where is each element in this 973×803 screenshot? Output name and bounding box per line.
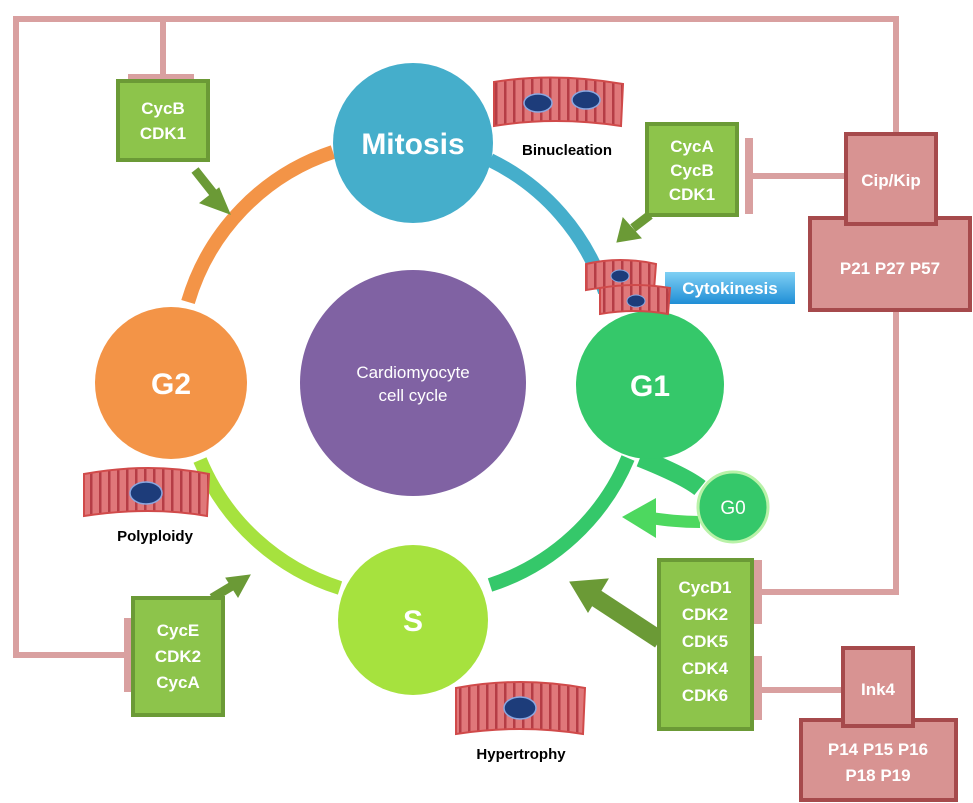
cdk6-text: CDK6 [682,686,728,705]
arrow-cycb-shaft [191,167,218,197]
line-cipkip-to-cycb [160,16,899,135]
s-circle [338,545,488,695]
inhibition-bars [124,74,762,720]
mitosis-label: Mitosis [361,128,464,161]
binucleation-cell-body [493,76,625,128]
center-circle [300,270,526,496]
box-cycb-rect [116,79,210,162]
ink4-members-line1: P14 P15 P16 [828,740,928,759]
polyploidy-label: Polyploidy [117,528,194,545]
box-cyce-cdk2-cyca: CycE CDK2 CycA [131,596,225,717]
g2-circle [95,307,247,459]
g0-return-arrowhead [622,498,656,538]
cytokinesis-nucleus-1 [610,269,630,283]
phase-g2: G2 [95,307,247,459]
box-cyca-rect [645,122,739,217]
g0-out-path [636,449,706,496]
phase-mitosis: Mitosis [333,63,493,223]
g0-branch [622,449,706,538]
phase-g0: G0 [696,470,770,544]
polyploidy-nucleus [129,481,163,505]
bar-cyce [124,618,132,692]
ink4-title-rect [841,646,915,728]
phase-g1: G1 [576,311,724,459]
arrow-cyca-shaft [630,211,653,232]
box-cyca-cycb-cdk1: CycA CycB CDK1 [645,122,739,217]
cipkip-title: Cip/Kip [861,171,921,190]
cdk5-text: CDK5 [682,632,728,651]
cdk4-text: CDK4 [682,659,729,678]
s-label: S [403,605,423,638]
line-cipkip-to-cycd1 [757,308,899,595]
inhibitor-cipkip: Cip/Kip P21 P27 P57 [808,132,972,312]
cipkip-members-rect [808,216,972,312]
cdk2-text-2: CDK2 [682,605,728,624]
cytokinesis-label: Cytokinesis [682,279,777,298]
cdk2-text: CDK2 [155,647,201,666]
cipkip-members: P21 P27 P57 [840,259,940,278]
hypertrophy-label: Hypertrophy [476,746,566,763]
cdk1-text: CDK1 [140,124,186,143]
bar-cycd1 [754,560,762,624]
hypertrophy-cell [455,681,587,736]
box-cycd1-rect [657,558,754,731]
g1-label: G1 [630,370,670,403]
box-cyce-rect [131,596,225,717]
g2-label: G2 [151,368,191,401]
arc-g1-s [487,455,635,592]
cytokinesis-nucleus-2 [626,294,646,308]
binucleation-label: Binucleation [522,142,612,159]
cyclin-arrows [191,167,665,648]
cyce-text: CycE [157,621,200,640]
binucleation-nucleus-2 [571,90,601,110]
bar-cyca [745,138,753,214]
arrow-cyce-head [225,574,251,598]
arrow-cycd1-shaft [591,590,665,648]
cyca-text: CycA [670,137,713,156]
polyploidy-cell [83,467,211,518]
mitosis-circle [333,63,493,223]
g0-return-path [649,512,701,528]
line-to-cyce [13,16,163,658]
arrow-cycb-head [198,187,231,215]
center-title-line2: cell cycle [379,386,448,405]
g0-circle [696,470,770,544]
g1-circle [576,311,724,459]
hypertrophy-nucleus [503,696,537,720]
center-title-line1: Cardiomyocyte [356,363,469,382]
inhibitor-ink4: Ink4 P14 P15 P16 P18 P19 [799,646,958,802]
cipkip-title-rect [844,132,938,226]
phase-s: S [338,545,488,695]
box-cycb-cdk1: CycB CDK1 [116,79,210,162]
inhibitor-lines [13,16,899,693]
bar-cycb [128,74,194,82]
cyca-text-2: CycA [156,673,199,692]
cycd1-text: CycD1 [679,578,732,597]
binucleation-cell [493,76,625,128]
ink4-title: Ink4 [861,680,896,699]
arc-s-g2 [193,457,343,595]
arc-g2-mitosis [181,145,336,304]
cytokinesis-cells: Cytokinesis [585,259,795,316]
box-cycd1-group: CycD1 CDK2 CDK5 CDK4 CDK6 [657,558,754,731]
bar-cdk6 [754,656,762,720]
ink4-members-rect [799,718,958,802]
arrow-cycd1-head [569,578,609,613]
arrow-cyca-head [616,216,642,243]
cytokinesis-bar [665,272,795,304]
ink4-members-line2: P18 P19 [845,766,910,785]
cdk1-text-2: CDK1 [669,185,715,204]
binucleation-nucleus-1 [523,93,553,113]
cycb-text: CycB [141,99,184,118]
cycb-text-2: CycB [670,161,713,180]
g0-label: G0 [720,498,745,519]
